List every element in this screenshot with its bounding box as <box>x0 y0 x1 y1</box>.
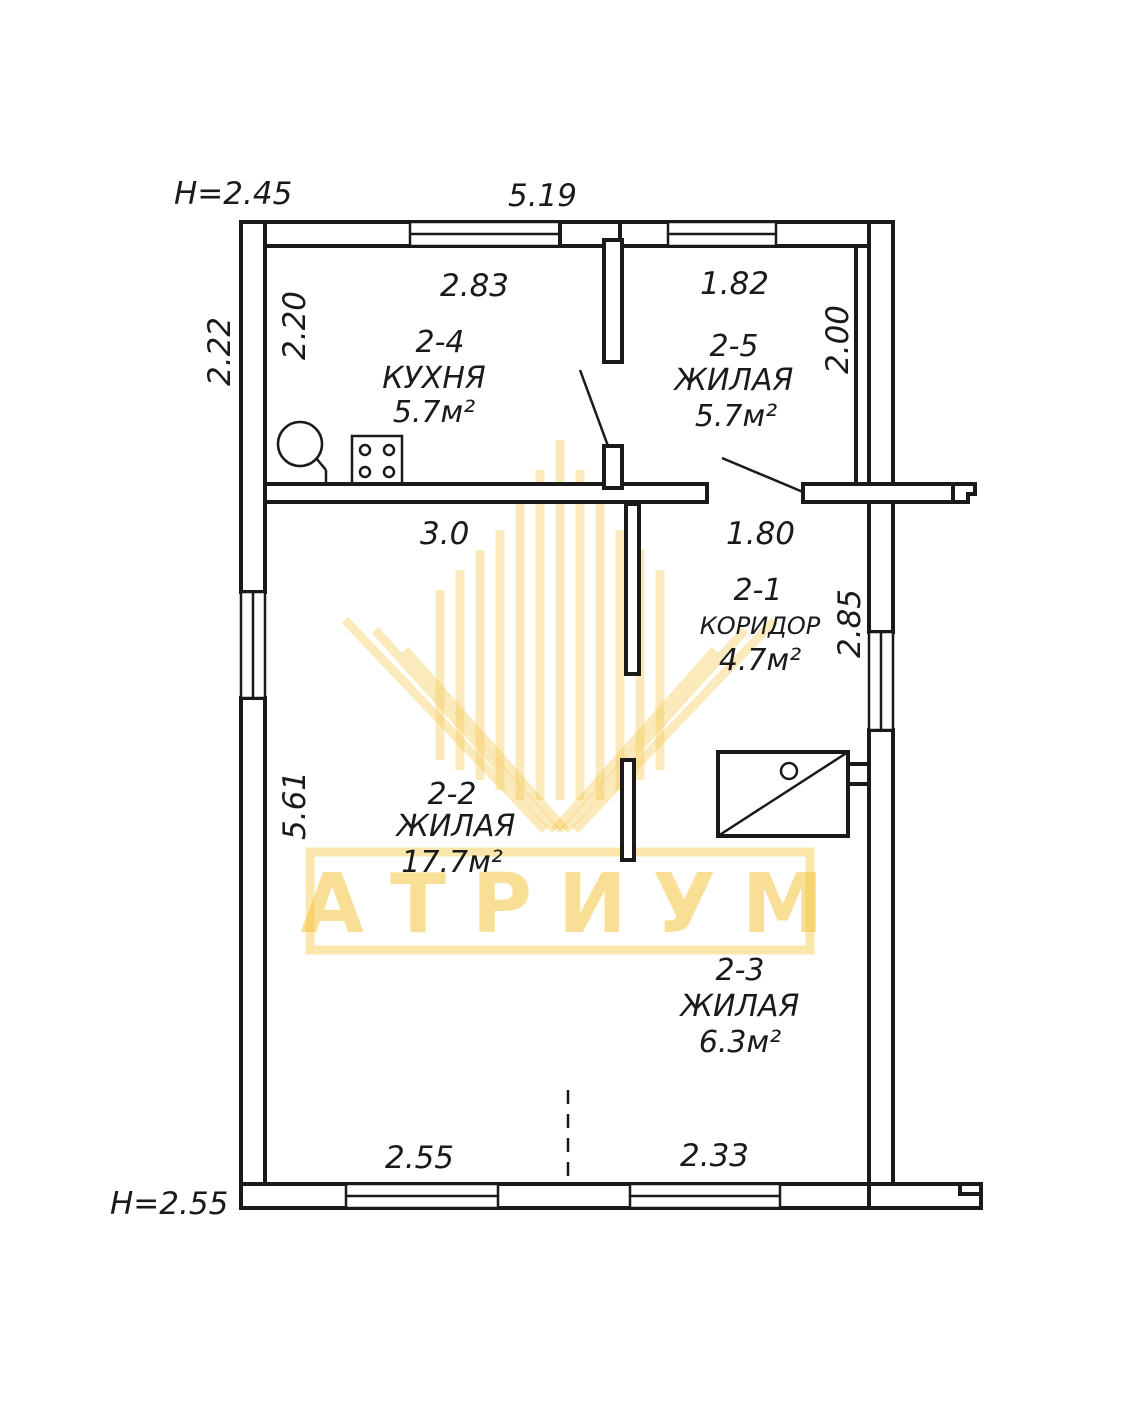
windows <box>239 220 895 1210</box>
dim-outer-left: 2.22 <box>202 317 238 386</box>
room-2-1: 2-1 КОРИДОР 4.7м² <box>700 573 821 678</box>
dim-kitchen-top: 2.83 <box>440 268 509 304</box>
kitchen-fixtures <box>276 420 404 486</box>
room-area: 6.3м² <box>699 1025 781 1060</box>
room-id: 2-2 <box>428 777 477 812</box>
dim-bottom-right: 2.33 <box>680 1138 749 1174</box>
boiler-icon <box>276 420 324 468</box>
dim-outer-top: 5.19 <box>508 178 577 214</box>
interior-walls <box>263 220 983 1210</box>
height-top: H=2.45 <box>174 176 292 212</box>
room-name: КУХНЯ <box>382 361 486 396</box>
dim-living-top: 3.0 <box>420 516 469 552</box>
dim-living-left: 5.61 <box>277 771 313 840</box>
room-2-3: 2-3 ЖИЛАЯ 6.3м² <box>679 953 800 1060</box>
dim-kitchen-left: 2.20 <box>277 291 313 360</box>
watermark-logo: АТРИУМ <box>301 440 850 955</box>
room-area: 5.7м² <box>393 395 475 430</box>
room-name: ЖИЛАЯ <box>679 989 800 1024</box>
room-name: КОРИДОР <box>700 612 821 640</box>
room-2-5: 2-5 ЖИЛАЯ 5.7м² <box>673 329 794 434</box>
room-area: 5.7м² <box>695 399 777 434</box>
room-id: 2-5 <box>710 329 759 364</box>
dim-bedroom-right: 2.00 <box>820 305 856 374</box>
room-2-4: 2-4 КУХНЯ 5.7м² <box>382 325 486 430</box>
room-name: ЖИЛАЯ <box>395 809 516 844</box>
dim-bedroom-top: 1.82 <box>700 266 769 302</box>
stove-heater <box>716 750 871 838</box>
watermark-text: АТРИУМ <box>301 857 850 952</box>
room-area: 17.7м² <box>401 845 502 880</box>
room-id: 2-1 <box>734 573 783 608</box>
room-id: 2-4 <box>416 325 465 360</box>
room-2-2: 2-2 ЖИЛАЯ 17.7м² <box>395 777 516 880</box>
room-id: 2-3 <box>716 953 765 988</box>
dim-bottom-left: 2.55 <box>385 1140 454 1176</box>
height-bottom: H=2.55 <box>110 1186 228 1222</box>
room-area: 4.7м² <box>719 643 801 678</box>
stove-icon <box>350 434 404 486</box>
dim-corridor-top: 1.80 <box>726 516 795 552</box>
dim-corridor-right: 2.85 <box>832 589 868 658</box>
room-name: ЖИЛАЯ <box>673 363 794 398</box>
